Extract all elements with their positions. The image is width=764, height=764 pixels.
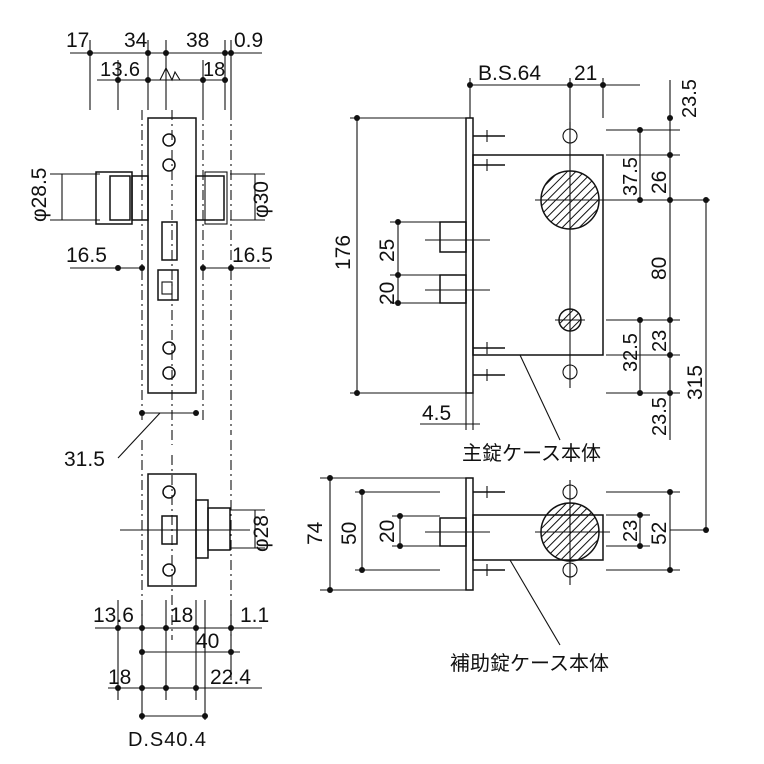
- dim-18: 18: [203, 59, 225, 81]
- dim-20-sub: 20: [376, 520, 399, 543]
- dim-38: 38: [186, 29, 209, 52]
- dim-25: 25: [376, 239, 399, 262]
- dim-phi-30: φ30: [250, 181, 273, 218]
- dim-80: 80: [648, 257, 671, 280]
- dim-50: 50: [338, 522, 361, 545]
- label-sub-case: 補助錠ケース本体: [450, 652, 609, 675]
- dim-37-5: 37.5: [620, 157, 642, 196]
- dim-0-9: 0.9: [234, 29, 263, 52]
- dim-22-4: 22.4: [210, 666, 251, 689]
- left-bottom-view: φ28 13.6 18 1.1 40 18 22.4 D.S40.4: [93, 440, 273, 751]
- dim-32-5: 32.5: [620, 333, 642, 372]
- dim-16-5-right: 16.5: [232, 244, 273, 267]
- dim-23-5-top: 23.5: [679, 79, 701, 118]
- dim-20: 20: [376, 282, 399, 305]
- right-bottom-view: 74 50 20 23 52 補助錠ケース本体: [304, 475, 706, 675]
- dim-phi-28: φ28: [250, 515, 273, 552]
- right-top-view: B.S.64 21 176 25 20 4.5 23.5 37.5 26 80 …: [332, 62, 710, 533]
- dim-26: 26: [648, 171, 671, 194]
- dim-21: 21: [574, 62, 597, 85]
- dim-74: 74: [304, 521, 327, 545]
- dim-13-6-bottom: 13.6: [93, 604, 134, 627]
- dim-1-1: 1.1: [240, 604, 269, 627]
- dim-23-sub: 23: [620, 520, 642, 542]
- dim-13-6: 13.6: [100, 59, 140, 81]
- dim-23-5-bottom: 23.5: [649, 397, 671, 436]
- dim-31-5: 31.5: [64, 448, 105, 471]
- dim-16-5-left: 16.5: [66, 244, 107, 267]
- dim-phi-28-5: φ28.5: [28, 168, 51, 223]
- dim-23: 23: [649, 330, 671, 352]
- dim-bs-64: B.S.64: [478, 62, 541, 85]
- dim-18-bottom: 18: [170, 604, 193, 627]
- dim-17: 17: [66, 29, 89, 52]
- dim-176: 176: [332, 235, 355, 270]
- dim-34: 34: [124, 29, 148, 52]
- label-main-case: 主錠ケース本体: [462, 442, 601, 465]
- dim-4-5: 4.5: [422, 402, 451, 425]
- dim-315: 315: [684, 365, 707, 400]
- dim-18-lower: 18: [108, 666, 131, 689]
- dim-40: 40: [196, 630, 219, 653]
- left-top-view: 17 34 38 0.9 13.6 18 φ28.5 φ30 16.5 16.5…: [28, 29, 273, 471]
- dim-52: 52: [648, 522, 671, 545]
- dim-ds-40-4: D.S40.4: [128, 729, 206, 751]
